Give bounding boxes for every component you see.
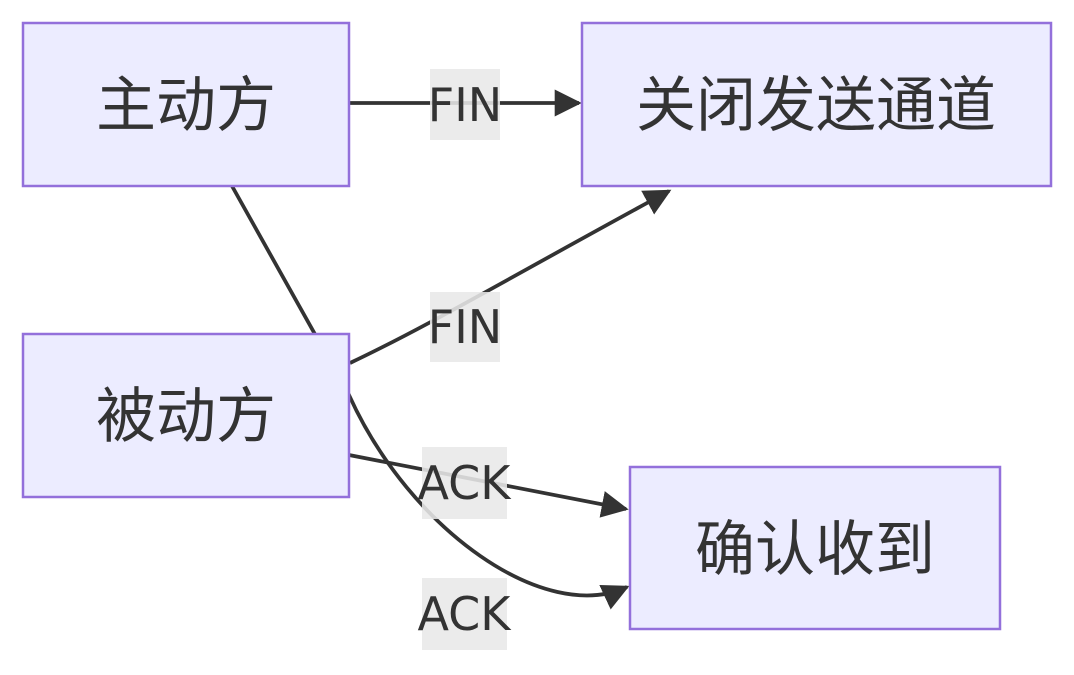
edge-label-bg — [422, 578, 507, 650]
node-passive-box — [21, 332, 351, 499]
node-confirm-received: 确认收到 — [628, 465, 1002, 631]
node-confirm-box — [628, 465, 1002, 631]
edge-label-layer: FIN FIN ACK ACK — [418, 69, 513, 650]
edge-label-ack-1: ACK — [418, 447, 513, 519]
node-layer: 主动方 关闭发送通道 被动方 确认收到 — [21, 21, 1053, 631]
edge-label-bg — [430, 292, 500, 362]
edge-fin-passive-to-close-channel — [349, 189, 672, 365]
edge-label-text: ACK — [418, 456, 513, 510]
node-active-party: 主动方 — [21, 21, 351, 188]
edge-label-text: FIN — [428, 78, 502, 132]
edge-label-text: ACK — [418, 587, 513, 641]
edge-label-bg — [422, 447, 507, 519]
node-active-box — [21, 21, 351, 188]
node-close-send-channel: 关闭发送通道 — [580, 21, 1053, 188]
edge-label-bg — [430, 69, 500, 140]
edge-label-text: FIN — [428, 300, 502, 354]
node-passive-label: 被动方 — [96, 382, 276, 452]
node-active-label: 主动方 — [96, 71, 276, 141]
node-passive-party: 被动方 — [21, 332, 351, 499]
node-close-channel-label: 关闭发送通道 — [636, 71, 996, 141]
edge-ack-active-to-confirm — [230, 185, 630, 610]
node-close-channel-box — [580, 21, 1053, 188]
edge-label-ack-2: ACK — [418, 578, 513, 650]
edge-label-fin-2: FIN — [428, 292, 502, 362]
edge-label-fin-1: FIN — [428, 69, 502, 140]
node-confirm-label: 确认收到 — [695, 515, 935, 585]
